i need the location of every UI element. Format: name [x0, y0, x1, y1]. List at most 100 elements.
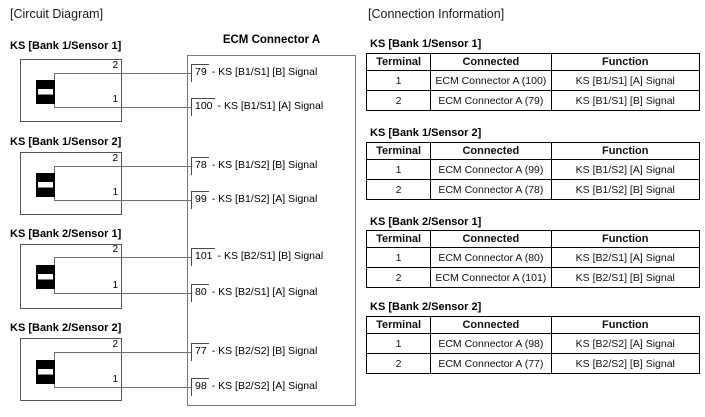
ecm-pin-78: 78- KS [B1/S2] [B] Signal [191, 157, 317, 175]
connection-table-b2s1: Terminal Connected Function 1 ECM Connec… [365, 230, 701, 288]
ecm-pin-label: - KS [B2/S1] [B] Signal [217, 250, 324, 262]
cell-connected: ECM Connector A (100) [430, 70, 552, 91]
terminal-number: 2 [112, 244, 118, 255]
ecm-pin-number: 99 [191, 191, 209, 209]
cell-terminal: 1 [365, 247, 432, 268]
ecm-connector-box [187, 55, 356, 406]
header-terminal: Terminal [365, 316, 432, 334]
cell-terminal: 2 [365, 179, 432, 200]
ecm-pin-number: 80 [191, 284, 209, 302]
header-function: Function [550, 230, 701, 248]
sensor-label-b1s2: KS [Bank 1/Sensor 2] [10, 136, 122, 148]
terminal-number: 2 [112, 153, 118, 164]
table-title-b1s1: KS [Bank 1/Sensor 1] [370, 38, 482, 50]
knock-sensor-symbol-b1s1 [36, 80, 55, 104]
header-terminal: Terminal [365, 53, 432, 71]
cell-connected: ECM Connector A (78) [430, 179, 552, 200]
cell-terminal: 2 [365, 353, 432, 374]
ecm-pin-number: 98 [191, 378, 209, 396]
header-terminal: Terminal [365, 230, 432, 248]
connection-information-title: [Connection Information] [368, 7, 505, 21]
table-title-b2s2: KS [Bank 2/Sensor 2] [370, 301, 482, 313]
sensor-label-b1s1: KS [Bank 1/Sensor 1] [10, 40, 122, 52]
ecm-pin-label: - KS [B2/S2] [B] Signal [211, 345, 318, 357]
ecm-pin-98: 98- KS [B2/S2] [A] Signal [191, 378, 317, 396]
cell-terminal: 1 [365, 159, 432, 180]
cell-terminal: 1 [365, 70, 432, 91]
header-function: Function [550, 53, 701, 71]
ecm-pin-79: 79- KS [B1/S1] [B] Signal [191, 64, 317, 82]
cell-terminal: 1 [365, 333, 432, 354]
table-row: 2 ECM Connector A (101) KS [B2/S1] [B] S… [365, 267, 701, 288]
table-header-row: Terminal Connected Function [365, 230, 701, 248]
ecm-pin-number: 78 [191, 157, 209, 175]
ecm-connector-title: ECM Connector A [222, 34, 321, 46]
cell-terminal: 2 [365, 90, 432, 111]
wire-b1s2-terminal1 [54, 200, 192, 201]
table-row: 2 ECM Connector A (78) KS [B1/S2] [B] Si… [365, 179, 701, 200]
ecm-pin-label: - KS [B1/S2] [A] Signal [211, 193, 318, 205]
cell-function: KS [B2/S2] [A] Signal [550, 333, 701, 354]
header-connected: Connected [430, 142, 552, 160]
header-terminal: Terminal [365, 142, 432, 160]
table-header-row: Terminal Connected Function [365, 142, 701, 160]
cell-connected: ECM Connector A (101) [430, 267, 552, 288]
cell-function: KS [B1/S1] [A] Signal [550, 70, 701, 91]
header-connected: Connected [430, 230, 552, 248]
ecm-pin-77: 77- KS [B2/S2] [B] Signal [191, 343, 317, 361]
header-connected: Connected [430, 316, 552, 334]
cell-function: KS [B1/S2] [B] Signal [550, 179, 701, 200]
table-row: 1 ECM Connector A (99) KS [B1/S2] [A] Si… [365, 159, 701, 180]
ecm-pin-label: - KS [B2/S2] [A] Signal [211, 380, 318, 392]
header-function: Function [550, 316, 701, 334]
table-row: 1 ECM Connector A (80) KS [B2/S1] [A] Si… [365, 247, 701, 268]
table-title-b2s1: KS [Bank 2/Sensor 1] [370, 216, 482, 228]
ecm-pin-101: 101- KS [B2/S1] [B] Signal [191, 248, 323, 266]
knock-sensor-symbol-b2s2 [36, 360, 55, 384]
wire-b1s2-terminal2 [54, 166, 192, 167]
header-function: Function [550, 142, 701, 160]
terminal-number: 1 [112, 374, 118, 385]
wire-b2s1-terminal2 [54, 257, 192, 258]
ecm-pin-label: - KS [B1/S2] [B] Signal [211, 159, 318, 171]
ecm-pin-number: 101 [191, 248, 215, 266]
cell-function: KS [B2/S2] [B] Signal [550, 353, 701, 374]
ecm-pin-label: - KS [B2/S1] [A] Signal [211, 286, 318, 298]
sensor-label-b2s2: KS [Bank 2/Sensor 2] [10, 322, 122, 334]
cell-connected: ECM Connector A (80) [430, 247, 552, 268]
knock-sensor-symbol-b2s1 [36, 265, 55, 289]
ecm-pin-99: 99- KS [B1/S2] [A] Signal [191, 191, 317, 209]
wire-b2s1-terminal1 [54, 293, 192, 294]
header-connected: Connected [430, 53, 552, 71]
table-header-row: Terminal Connected Function [365, 53, 701, 71]
cell-connected: ECM Connector A (99) [430, 159, 552, 180]
ecm-pin-number: 77 [191, 343, 209, 361]
cell-connected: ECM Connector A (77) [430, 353, 552, 374]
knock-sensor-symbol-b1s2 [36, 173, 55, 197]
terminal-number: 1 [112, 187, 118, 198]
ecm-pin-label: - KS [B1/S1] [A] Signal [217, 100, 324, 112]
connection-table-b1s1: Terminal Connected Function 1 ECM Connec… [365, 53, 701, 111]
wire-b1s1-terminal2 [54, 73, 192, 74]
cell-function: KS [B2/S1] [A] Signal [550, 247, 701, 268]
cell-function: KS [B1/S2] [A] Signal [550, 159, 701, 180]
cell-connected: ECM Connector A (98) [430, 333, 552, 354]
terminal-number: 1 [112, 94, 118, 105]
cell-connected: ECM Connector A (79) [430, 90, 552, 111]
wire-b1s1-terminal1 [54, 107, 192, 108]
cell-terminal: 2 [365, 267, 432, 288]
connection-table-b1s2: Terminal Connected Function 1 ECM Connec… [365, 142, 701, 200]
sensor-label-b2s1: KS [Bank 2/Sensor 1] [10, 228, 122, 240]
terminal-number: 1 [112, 280, 118, 291]
ecm-pin-number: 79 [191, 64, 209, 82]
circuit-diagram-title: [Circuit Diagram] [10, 7, 104, 21]
ecm-pin-100: 100- KS [B1/S1] [A] Signal [191, 98, 323, 116]
ecm-pin-80: 80- KS [B2/S1] [A] Signal [191, 284, 317, 302]
table-row: 2 ECM Connector A (77) KS [B2/S2] [B] Si… [365, 353, 701, 374]
ecm-pin-label: - KS [B1/S1] [B] Signal [211, 66, 318, 78]
terminal-number: 2 [112, 60, 118, 71]
wire-b2s2-terminal2 [54, 352, 192, 353]
table-header-row: Terminal Connected Function [365, 316, 701, 334]
ecm-pin-number: 100 [191, 98, 215, 116]
table-row: 2 ECM Connector A (79) KS [B1/S1] [B] Si… [365, 90, 701, 111]
